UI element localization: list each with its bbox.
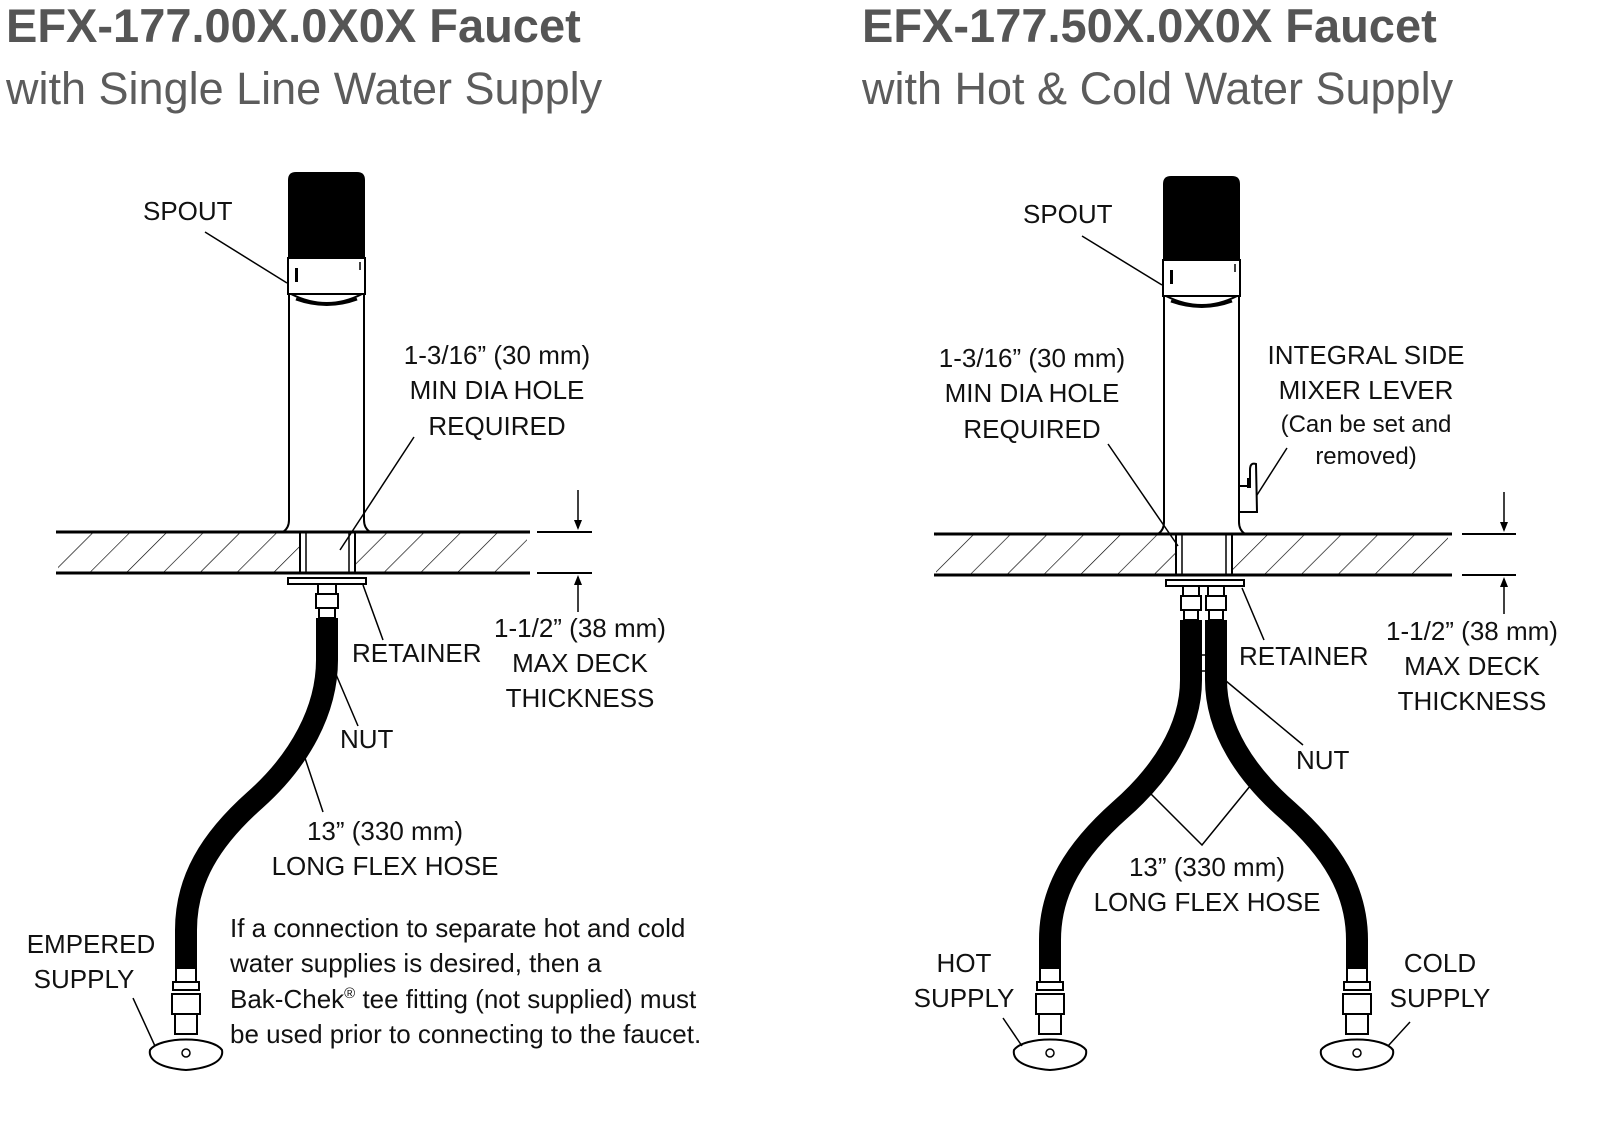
left-deck <box>56 490 592 612</box>
right-deck-thickness-label: THICKNESS <box>1398 686 1547 716</box>
left-flex-hose <box>177 618 336 968</box>
right-title: EFX-177.50X.0X0X Faucet <box>862 0 1437 52</box>
right-panel: EFX-177.50X.0X0X Faucet with Hot & Cold … <box>861 0 1558 1072</box>
left-hose-size-label: 13” (330 mm) <box>307 816 463 846</box>
cold-supply-label-2: SUPPLY <box>1390 983 1491 1013</box>
left-deck-label: MAX DECK <box>512 648 648 678</box>
right-hole-required-label: REQUIRED <box>963 414 1100 444</box>
right-faucet <box>1157 176 1259 535</box>
right-deck-label: MAX DECK <box>1404 651 1540 681</box>
right-hose-size-label: 13” (330 mm) <box>1129 852 1285 882</box>
left-supply-valve <box>148 967 224 1072</box>
left-deck-thickness-label: THICKNESS <box>506 683 655 713</box>
mixer-lever <box>1238 462 1259 513</box>
left-note: If a connection to separate hot and cold… <box>229 913 701 1049</box>
left-hole-label: MIN DIA HOLE <box>410 375 585 405</box>
left-nut-label: NUT <box>340 724 394 754</box>
left-faucet <box>282 172 371 533</box>
left-retainer <box>287 577 367 619</box>
right-hole-label: MIN DIA HOLE <box>945 378 1120 408</box>
note-line-4: be used prior to connecting to the fauce… <box>230 1019 701 1049</box>
right-retainer <box>1165 579 1245 621</box>
hot-supply-valve <box>1012 967 1088 1072</box>
mixer-label-2: MIXER LEVER <box>1279 375 1454 405</box>
hot-supply-label: HOT <box>937 948 992 978</box>
left-deck-size-label: 1-1/2” (38 mm) <box>494 613 666 643</box>
right-deck-size-label: 1-1/2” (38 mm) <box>1386 616 1558 646</box>
right-retainer-label: RETAINER <box>1239 641 1369 671</box>
right-spout-cap <box>1163 176 1240 260</box>
cold-supply-valve <box>1319 967 1395 1072</box>
hot-flex-hose <box>1041 620 1200 968</box>
left-hose-label: LONG FLEX HOSE <box>272 851 499 881</box>
right-nut-label: NUT <box>1296 745 1350 775</box>
left-supply-label: EMPERED <box>27 929 156 959</box>
mixer-label: INTEGRAL SIDE <box>1268 340 1465 370</box>
right-hose-label: LONG FLEX HOSE <box>1094 887 1321 917</box>
left-hole-required-label: REQUIRED <box>428 411 565 441</box>
right-deck <box>934 492 1516 614</box>
left-title: EFX-177.00X.0X0X Faucet <box>6 0 581 52</box>
note-line-3: Bak-Chek® tee fitting (not supplied) mus… <box>230 984 697 1014</box>
mixer-note-2: removed) <box>1315 443 1416 470</box>
note-line-2: water supplies is desired, then a <box>229 948 602 978</box>
note-line-1: If a connection to separate hot and cold <box>230 913 685 943</box>
right-subtitle: with Hot & Cold Water Supply <box>861 63 1454 114</box>
right-hole-size-label: 1-3/16” (30 mm) <box>939 343 1125 373</box>
left-hole-size-label: 1-3/16” (30 mm) <box>404 340 590 370</box>
left-supply-label-2: SUPPLY <box>34 964 135 994</box>
cold-flex-hose <box>1207 620 1366 968</box>
left-panel: EFX-177.00X.0X0X Faucet with Single Line… <box>5 0 701 1072</box>
left-retainer-label: RETAINER <box>352 638 482 668</box>
right-spout-label: SPOUT <box>1023 199 1113 229</box>
left-subtitle: with Single Line Water Supply <box>5 63 603 114</box>
hot-supply-label-2: SUPPLY <box>914 983 1015 1013</box>
left-spout-label: SPOUT <box>143 196 233 226</box>
mixer-note: (Can be set and <box>1281 411 1452 438</box>
left-spout-cap <box>288 172 365 258</box>
cold-supply-label: COLD <box>1404 948 1476 978</box>
